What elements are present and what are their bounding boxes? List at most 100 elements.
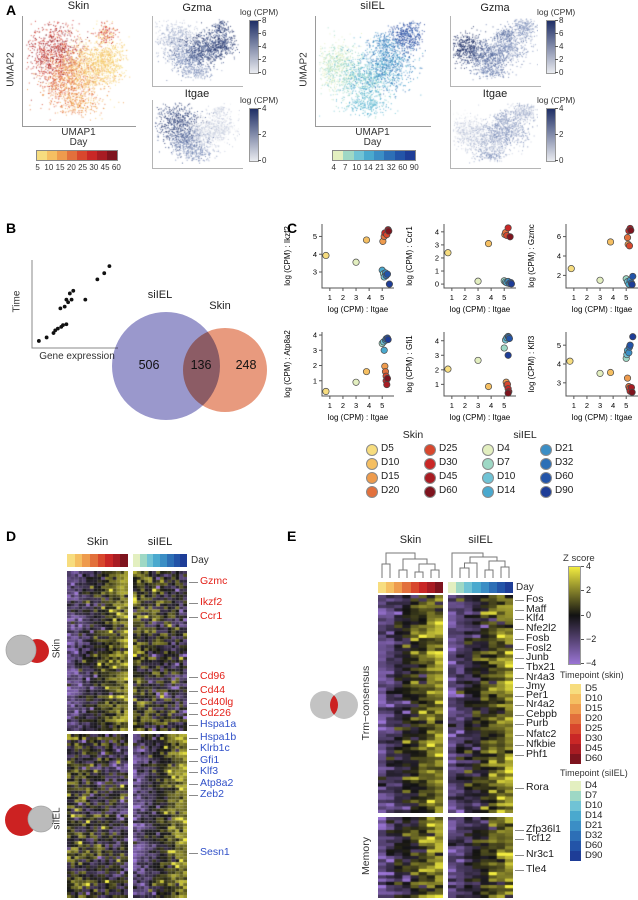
heatmapD-siiel-title: siIEL — [147, 536, 173, 548]
cbar-tick-mark — [555, 20, 558, 21]
x-tick-label: 2 — [585, 293, 589, 302]
scatter-point — [606, 238, 615, 246]
scatter-xlabel: log (CPM) : Itgae — [572, 305, 633, 314]
legend-swatch — [540, 486, 552, 498]
cbar-tick-mark — [555, 33, 558, 34]
day-tick-label: 14 — [363, 163, 373, 172]
gene-connector — [515, 629, 524, 630]
panel-b-letter: B — [6, 220, 17, 236]
heatmap-day-segment — [146, 554, 154, 567]
scatter-ylabel: log (CPM) : Ccr1 — [405, 226, 414, 286]
day-colorbar-segment — [57, 151, 67, 160]
scatter-point — [625, 242, 634, 250]
legend-day-label: D15 — [381, 471, 400, 482]
x-tick-label: 5 — [624, 401, 628, 410]
timepoint-skin-swatch — [570, 714, 581, 724]
timepoint-siiel-swatch — [570, 821, 581, 831]
rowgroup-trm-label: Trm−consensus — [360, 665, 372, 741]
x-tick-label: 2 — [341, 293, 345, 302]
scatter-xlabel: log (CPM) : Itgae — [328, 305, 389, 314]
day-colorbar-segment — [97, 151, 107, 160]
day-colorbar-skin — [36, 150, 118, 161]
heatmapE-skin-title: Skin — [399, 534, 422, 546]
scatter-point — [628, 388, 636, 396]
umap-skin-title: Skin — [67, 0, 90, 12]
day-colorbar-segment — [374, 151, 385, 160]
gene-connector — [189, 784, 198, 785]
heatmap-day-bar-2 — [378, 582, 443, 593]
schematic-point — [64, 322, 69, 327]
gene-label-Per1: Per1 — [526, 689, 549, 701]
expression-title-1: Itgae — [184, 88, 210, 100]
scatter-point — [504, 389, 512, 397]
gene-connector — [515, 745, 524, 746]
x-tick-label: 4 — [611, 293, 615, 302]
day-tick-label: 30 — [89, 163, 99, 172]
gene-label-Rora: Rora — [526, 781, 549, 793]
heatmap-day-segment — [97, 554, 106, 567]
expression-title-0: Gzma — [182, 2, 212, 14]
legend-swatch — [424, 444, 436, 456]
y-tick-label: 3 — [313, 346, 317, 355]
gene-connector — [189, 853, 198, 854]
timepoint-skin-label: D20 — [585, 713, 603, 724]
venn-skin-circle — [183, 328, 267, 412]
timepoint-siiel-label: D21 — [585, 820, 603, 831]
x-tick-label: 1 — [450, 293, 454, 302]
heatmap-canvas-4 — [378, 595, 443, 813]
zscore-tick-mark — [581, 614, 584, 616]
scatter-point — [322, 387, 330, 395]
heatmap-day-segment — [472, 582, 481, 593]
y-tick-label: 5 — [557, 341, 561, 350]
gene-connector — [515, 696, 524, 697]
schematic-point — [55, 326, 60, 331]
gene-connector — [189, 761, 198, 762]
cbar-tick-label: 8 — [559, 16, 564, 25]
y-tick-label: 1 — [435, 380, 439, 389]
timepoint-skin-label: D10 — [585, 693, 603, 704]
rowgroup-memory-label: Memory — [360, 837, 372, 875]
cbar-tick-label: 2 — [559, 55, 564, 64]
timepoint-siiel-label: D90 — [585, 850, 603, 861]
heatmap-day-segment — [402, 582, 411, 593]
schematic-point — [69, 297, 74, 302]
day-tick-label: 7 — [343, 163, 348, 172]
heatmap-canvas-1 — [133, 571, 187, 731]
x-tick-label: 4 — [611, 401, 615, 410]
scatter-point — [383, 374, 392, 383]
expression-colorbar-1 — [249, 108, 259, 162]
day-tick-label: 32 — [386, 163, 396, 172]
x-tick-label: 1 — [328, 293, 332, 302]
timepoint-siiel-swatch — [570, 831, 581, 841]
gene-label-Zeb2: Zeb2 — [200, 788, 224, 800]
timepoint-siiel-label: D32 — [585, 830, 603, 841]
timepoint-skin-title: Timepoint (skin) — [560, 670, 624, 680]
gene-label-Purb: Purb — [526, 717, 549, 729]
gene-label-Klrb1c: Klrb1c — [200, 742, 230, 754]
gene-label-Maff: Maff — [526, 603, 547, 615]
scatter-point — [484, 240, 493, 248]
timepoint-siiel-swatch — [570, 851, 581, 861]
day-tick-label: 60 — [111, 163, 121, 172]
schematic-point — [62, 304, 67, 309]
legend-day-label: D4 — [497, 443, 510, 454]
x-tick-label: 1 — [572, 293, 576, 302]
x-tick-label: 5 — [624, 293, 628, 302]
x-tick-label: 3 — [354, 293, 358, 302]
scatter-ylabel: log (CPM) : Gzmc — [527, 224, 536, 288]
scatter-point — [322, 251, 330, 260]
heatmap-day-segment — [120, 554, 128, 567]
gene-label-Cd226: Cd226 — [200, 707, 231, 719]
umap-siiel-plotbox — [315, 16, 431, 127]
legend-day-label: D32 — [555, 457, 574, 468]
timepoint-skin-swatch — [570, 744, 581, 754]
timepoint-skin-swatch — [570, 734, 581, 744]
timepoint-skin-swatch — [570, 694, 581, 704]
y-tick-label: 0 — [435, 280, 439, 289]
umap-siiel-title: siIEL — [360, 0, 385, 12]
timepoint-skin-label: D60 — [585, 753, 603, 764]
y-tick-label: 3 — [557, 378, 561, 387]
gene-label-Cd44: Cd44 — [200, 684, 226, 696]
